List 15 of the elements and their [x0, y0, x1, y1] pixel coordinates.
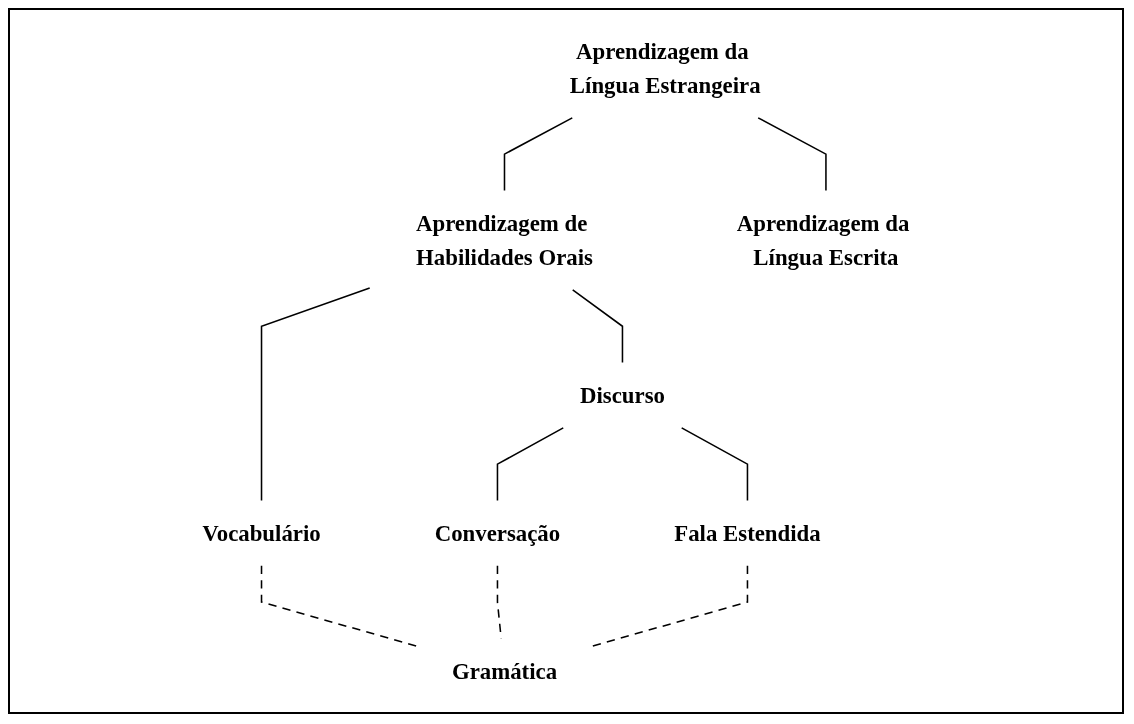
- node-text: Conversação: [434, 520, 561, 547]
- node-text: Aprendizagem de Habilidades Orais: [415, 210, 593, 271]
- connector: [757, 117, 827, 192]
- node-text: Aprendizagem da Língua Estrangeira: [569, 38, 761, 99]
- connector: [680, 427, 749, 502]
- node-text: Gramática: [451, 658, 558, 684]
- node-text: Discurso: [580, 382, 665, 409]
- connector: [260, 287, 371, 502]
- node-text: Vocabulário: [202, 520, 321, 547]
- connector: [496, 427, 565, 502]
- diagram-frame: Aprendizagem da Língua Estrangeira Aprendizagem de Habilidades Orais Aprendizagem da Língua Escrita Vocabulário Discurso Conversação Fala Estendida Gramática: [8, 8, 1124, 714]
- connector: [571, 289, 624, 364]
- connector: [503, 117, 574, 192]
- node-text: Fala Estendida: [674, 520, 821, 547]
- node-text: Aprendizagem da Língua Escrita: [736, 210, 910, 271]
